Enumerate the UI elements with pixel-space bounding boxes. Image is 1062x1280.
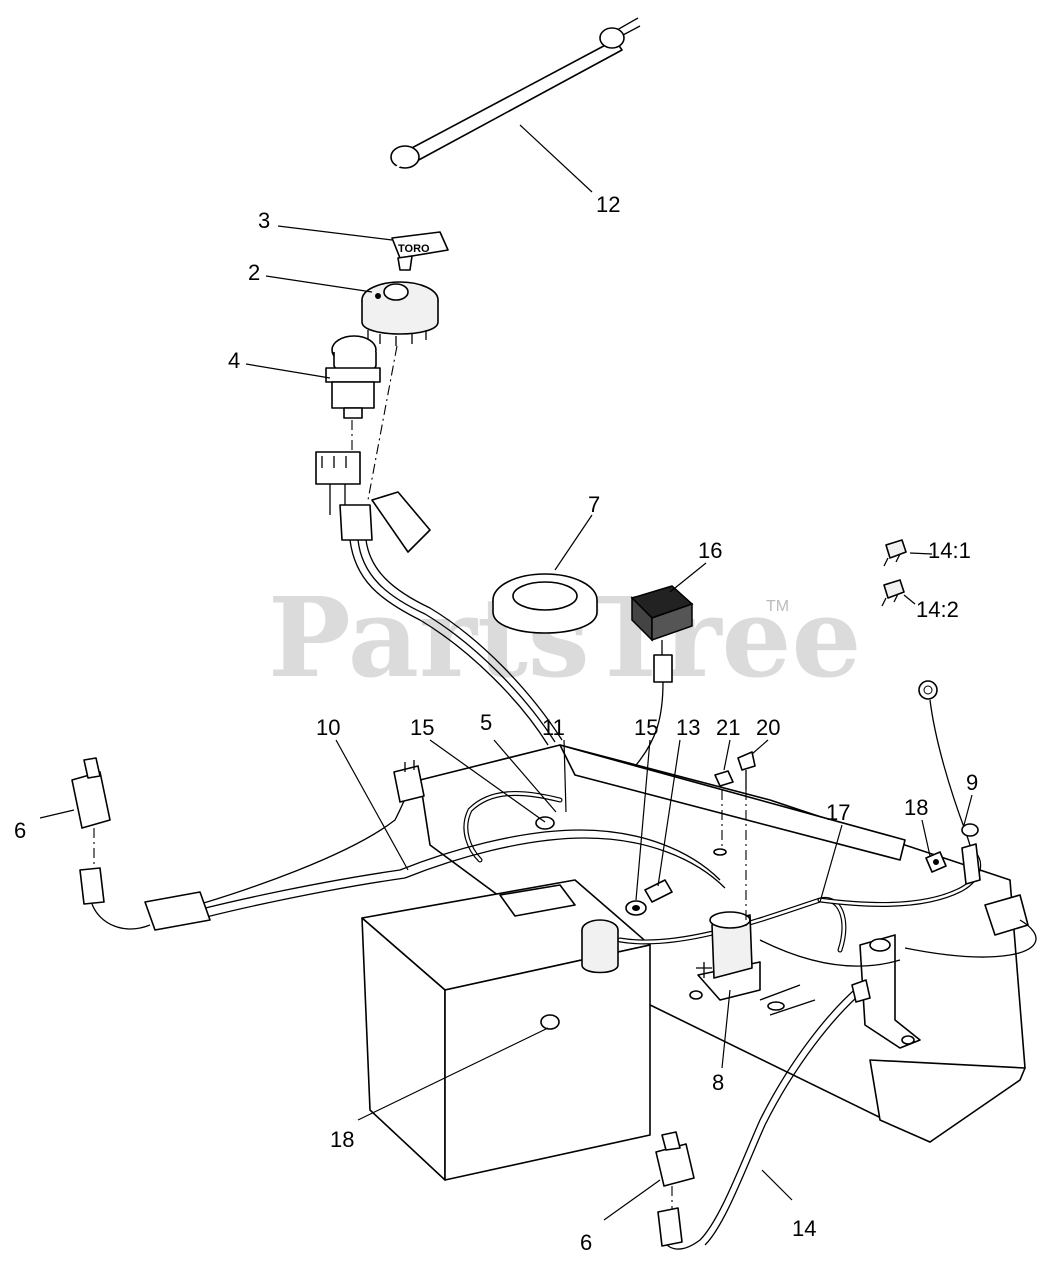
callout-15-right: 15 [634, 715, 658, 740]
callout-14: 14 [792, 1216, 816, 1241]
part-20-bolt [737, 751, 756, 790]
part-9-ground-cable [918, 680, 981, 885]
harness-connector-right [904, 894, 1037, 958]
callout-14-2: 14:2 [916, 597, 959, 622]
alignment-line-ignition [367, 345, 398, 501]
callout-5: 5 [480, 710, 492, 735]
part-2-ignition-switch [361, 281, 439, 346]
callout-21: 21 [716, 715, 740, 740]
callout-20: 20 [756, 715, 780, 740]
part-21-nut [713, 770, 734, 856]
callout-6-bottom: 6 [580, 1230, 592, 1255]
part-4-pto-switch [325, 335, 381, 419]
part-15-washer-left [535, 816, 555, 830]
part-7-pad [492, 573, 598, 634]
callout-14-1: 14:1 [928, 538, 971, 563]
callout-7: 7 [588, 492, 600, 517]
harness-connector-left [144, 760, 425, 931]
harness-upper-connectors [339, 491, 563, 746]
part-16-module [594, 585, 694, 801]
watermark-trademark: TM [766, 598, 789, 615]
part-6-switch-bottom [655, 1131, 695, 1247]
battery [361, 879, 651, 1181]
callout-18-bottom: 18 [330, 1127, 354, 1152]
callout-8: 8 [712, 1070, 724, 1095]
part-6-switch-left [71, 757, 151, 930]
callout-12: 12 [596, 192, 620, 217]
callout-11: 11 [542, 715, 565, 740]
callout-4: 4 [228, 348, 240, 373]
key-label: TORO [398, 243, 430, 255]
part-15-washer-right [625, 900, 647, 916]
part-18-nut-right [925, 851, 947, 873]
callout-6-left: 6 [14, 818, 26, 843]
callout-15-left: 15 [410, 715, 434, 740]
part-12-rod [358, 17, 664, 233]
leader-lines [39, 124, 973, 1221]
part-14-2-fuse [881, 579, 905, 607]
part-14-harness [661, 979, 871, 1250]
part-8-solenoid [689, 911, 761, 1001]
callout-9: 9 [966, 770, 978, 795]
part-3-key: TORO [391, 231, 449, 271]
callout-2: 2 [248, 260, 260, 285]
callout-labels: 12 3 2 4 7 16 14:1 14:2 10 15 5 11 15 13… [14, 192, 978, 1255]
callout-18-right: 18 [904, 795, 928, 820]
callout-17: 17 [826, 800, 850, 825]
part-14-1-fuse [883, 539, 907, 567]
frame-bracket [859, 934, 921, 1049]
callout-16: 16 [698, 538, 722, 563]
callout-3: 3 [258, 208, 270, 233]
callout-10: 10 [316, 715, 340, 740]
callout-13: 13 [676, 715, 700, 740]
